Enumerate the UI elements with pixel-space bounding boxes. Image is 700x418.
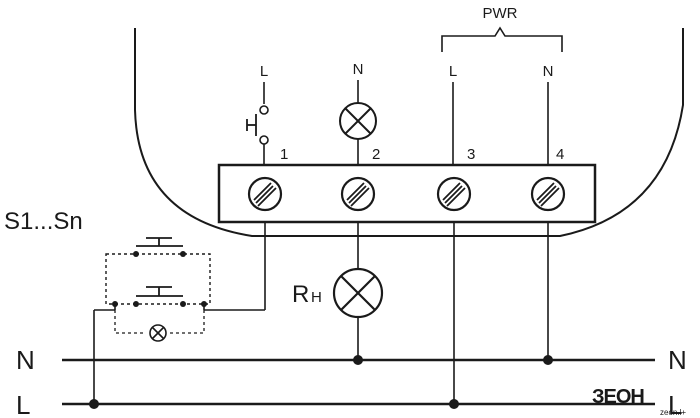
terminal-screw-4 — [530, 176, 566, 212]
terminal-screw-1 — [247, 176, 283, 212]
terminal-3-number: 3 — [467, 146, 475, 163]
junction-dot — [353, 355, 363, 365]
terminal-2-number: 2 — [372, 146, 380, 163]
logo-subtext: zeon.l+ — [660, 408, 686, 417]
rail-right-n-label: N — [668, 345, 687, 375]
terminal-2-top-label: N — [353, 61, 364, 78]
terminal-block — [217, 163, 597, 224]
junction-dot — [543, 355, 553, 365]
device-housing — [134, 28, 684, 237]
switch-group-dashed-box — [105, 253, 211, 305]
lamp-icon — [339, 102, 377, 140]
terminal-1-number: 1 — [280, 146, 288, 163]
pwr-bracket — [441, 26, 563, 52]
backlight-lamp-icon — [149, 324, 167, 342]
push-button-icon — [246, 114, 257, 136]
terminal-4-top-label: N — [543, 63, 554, 80]
junction-dot — [89, 399, 99, 409]
terminal-screw-3 — [436, 176, 472, 212]
terminal-1-top-label: L — [260, 63, 268, 80]
terminal-3-top-label: L — [449, 63, 457, 80]
brand-logo: ЗЕОН zeon.l+ — [592, 386, 686, 417]
switch-backlight-wire — [114, 310, 205, 334]
terminal-screw-2 — [340, 176, 376, 212]
rail-right-l-label: L — [668, 390, 682, 418]
junction-dot — [449, 399, 459, 409]
logo-text: ЗЕОН — [592, 386, 644, 408]
rail-left-n-label: N — [16, 345, 35, 375]
pwr-label: PWR — [483, 5, 518, 22]
terminal-4-number: 4 — [556, 146, 564, 163]
load-label: R — [292, 281, 309, 308]
switch-lower-icon — [112, 286, 207, 307]
load-lamp-icon — [332, 267, 384, 319]
rail-left-l-label: L — [16, 390, 30, 418]
switch-upper-icon — [133, 237, 186, 257]
switch-group-label: S1...Sn — [4, 208, 83, 235]
load-subscript: H — [311, 289, 322, 306]
